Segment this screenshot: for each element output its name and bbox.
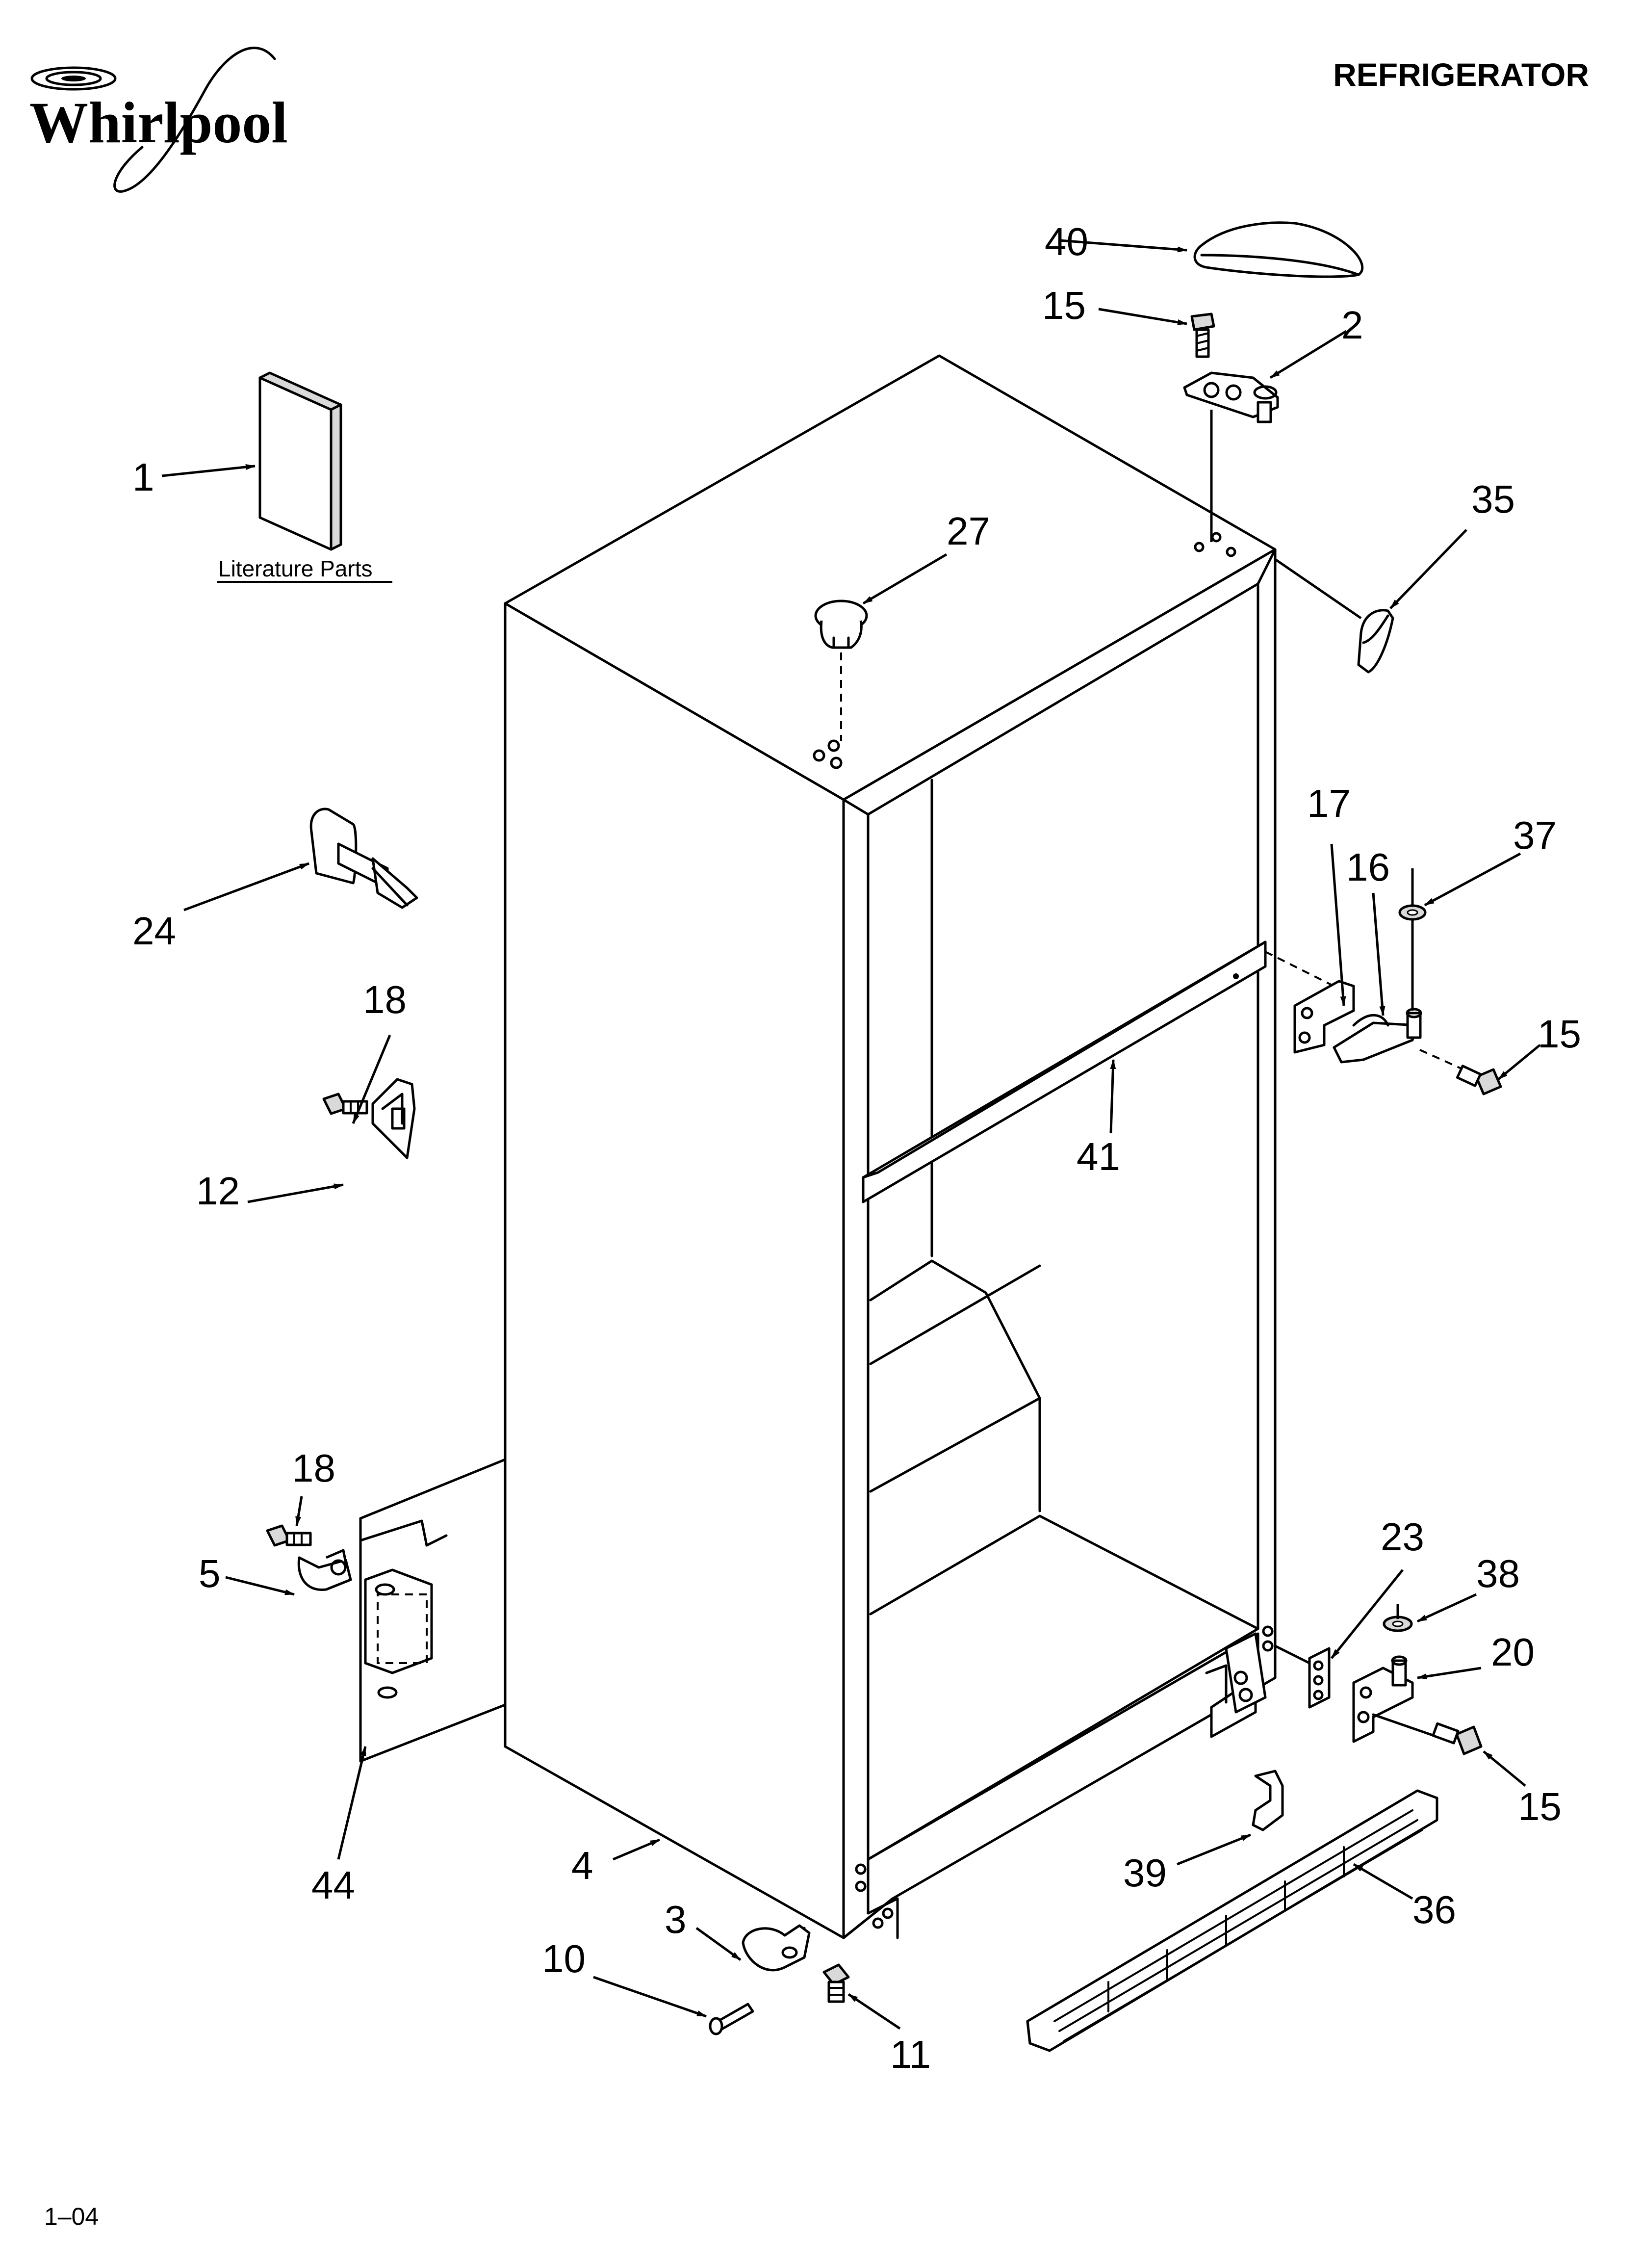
lower-roller-assembly [709,1924,850,2035]
page-title: REFRIGERATOR [1333,56,1589,93]
callout-12: 12 [196,1169,240,1213]
top-hinge-screw [1190,313,1215,358]
wire-clip-bracket [322,1078,416,1159]
divider-mullion [862,940,1267,1203]
callout-17: 17 [1307,782,1351,825]
callout-24: 24 [132,909,176,953]
leveling-leg [309,808,418,909]
callout-15-middle: 15 [1538,1012,1581,1056]
tubing-clamp [266,1524,352,1591]
rear-access-panel [359,1458,507,1763]
bottom-hinge-assembly [1274,1604,1483,1755]
center-hinge-assembly [1265,868,1502,1095]
callout-36: 36 [1412,1888,1456,1931]
hole-plug [814,600,868,741]
revision-code: 1–04 [44,2203,99,2230]
leader-lines [161,239,1541,2030]
callout-23: 23 [1381,1515,1424,1559]
refrigerator-cabinet [504,354,1277,1939]
literature-booklet [258,371,342,551]
callout-18-lower: 18 [292,1446,335,1490]
top-hinge [1183,371,1279,542]
callout-1: 1 [132,455,154,499]
callout-2: 2 [1341,303,1363,347]
door-stop [1274,558,1394,674]
callout-37: 37 [1513,813,1557,857]
whirlpool-logo: Whirlpool [29,47,288,193]
callout-4: 4 [571,1844,593,1887]
callouts: 1 2 3 4 5 10 11 12 15 15 15 16 17 18 18 … [132,220,1581,2076]
callout-15-top: 15 [1042,284,1086,327]
hinge-cover [1193,221,1364,278]
callout-20: 20 [1491,1630,1535,1674]
callout-3: 3 [665,1898,687,1941]
callout-44: 44 [311,1863,355,1907]
swirl-logo-icon [30,47,276,193]
callout-41: 41 [1077,1135,1120,1178]
callout-18-upper: 18 [363,978,407,1021]
callout-40: 40 [1045,220,1088,263]
callout-27: 27 [947,509,990,553]
callout-15-bottom: 15 [1518,1785,1562,1828]
toe-grille-clip [1252,1770,1284,1831]
literature-parts-label: Literature Parts [218,556,372,581]
callout-35: 35 [1471,477,1515,521]
callout-38: 38 [1476,1552,1520,1595]
callout-10: 10 [542,1937,586,1981]
toe-grille [1026,1789,1438,2052]
callout-11: 11 [890,2033,931,2076]
callout-39: 39 [1123,1851,1167,1895]
brand-name: Whirlpool [29,90,288,155]
callout-16: 16 [1346,845,1390,889]
callout-5: 5 [199,1552,221,1595]
